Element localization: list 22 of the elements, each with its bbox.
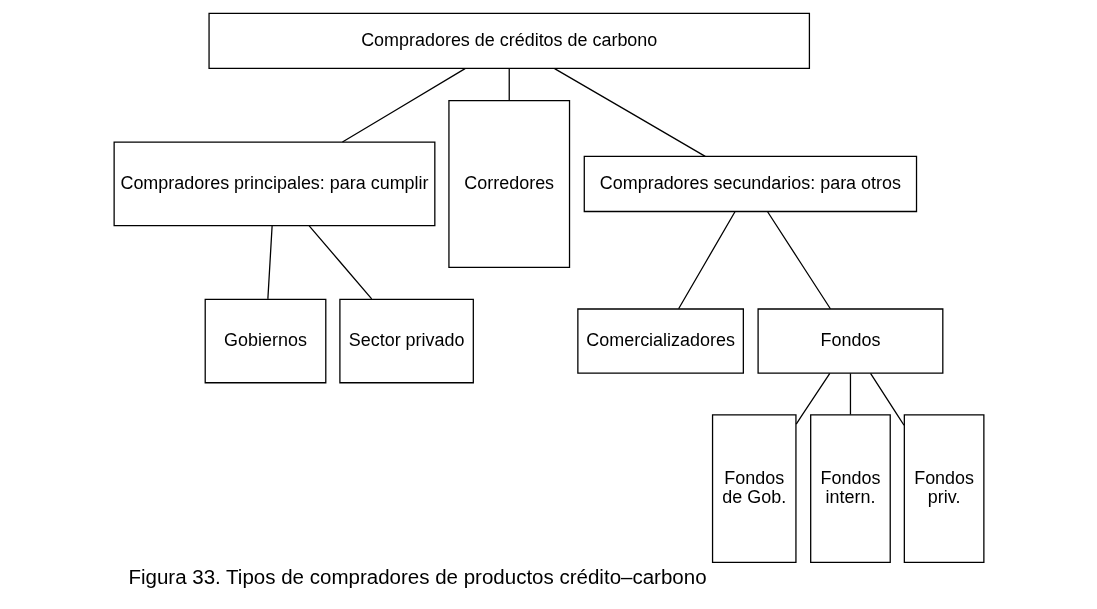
connector: [266, 225, 273, 300]
node-box: Gobiernos: [204, 298, 326, 384]
node-box: Fondos intern.: [809, 414, 891, 563]
connector: [677, 211, 736, 310]
connector: [766, 211, 831, 310]
connector: [553, 67, 706, 157]
node-box: Fondos: [756, 308, 943, 374]
node-box: Corredores: [447, 99, 570, 268]
node-box: Compradores secundarios: para otros: [583, 155, 917, 213]
connector: [508, 67, 510, 101]
node-box: Fondos de Gob.: [711, 414, 797, 563]
node-box: Comercializadores: [576, 308, 744, 374]
node-box: Sector privado: [338, 298, 474, 384]
node-box: Compradores de créditos de carbono: [207, 12, 810, 70]
connector: [341, 67, 466, 143]
connector: [869, 372, 905, 426]
connector: [795, 372, 830, 425]
node-box: Compradores principales: para cumplir: [113, 141, 435, 227]
connector: [849, 372, 851, 416]
node-box: Fondos priv.: [903, 414, 984, 563]
connector: [308, 225, 372, 300]
caption: Figura 33. Tipos de compradores de productos crédito–carbono: [127, 564, 707, 588]
